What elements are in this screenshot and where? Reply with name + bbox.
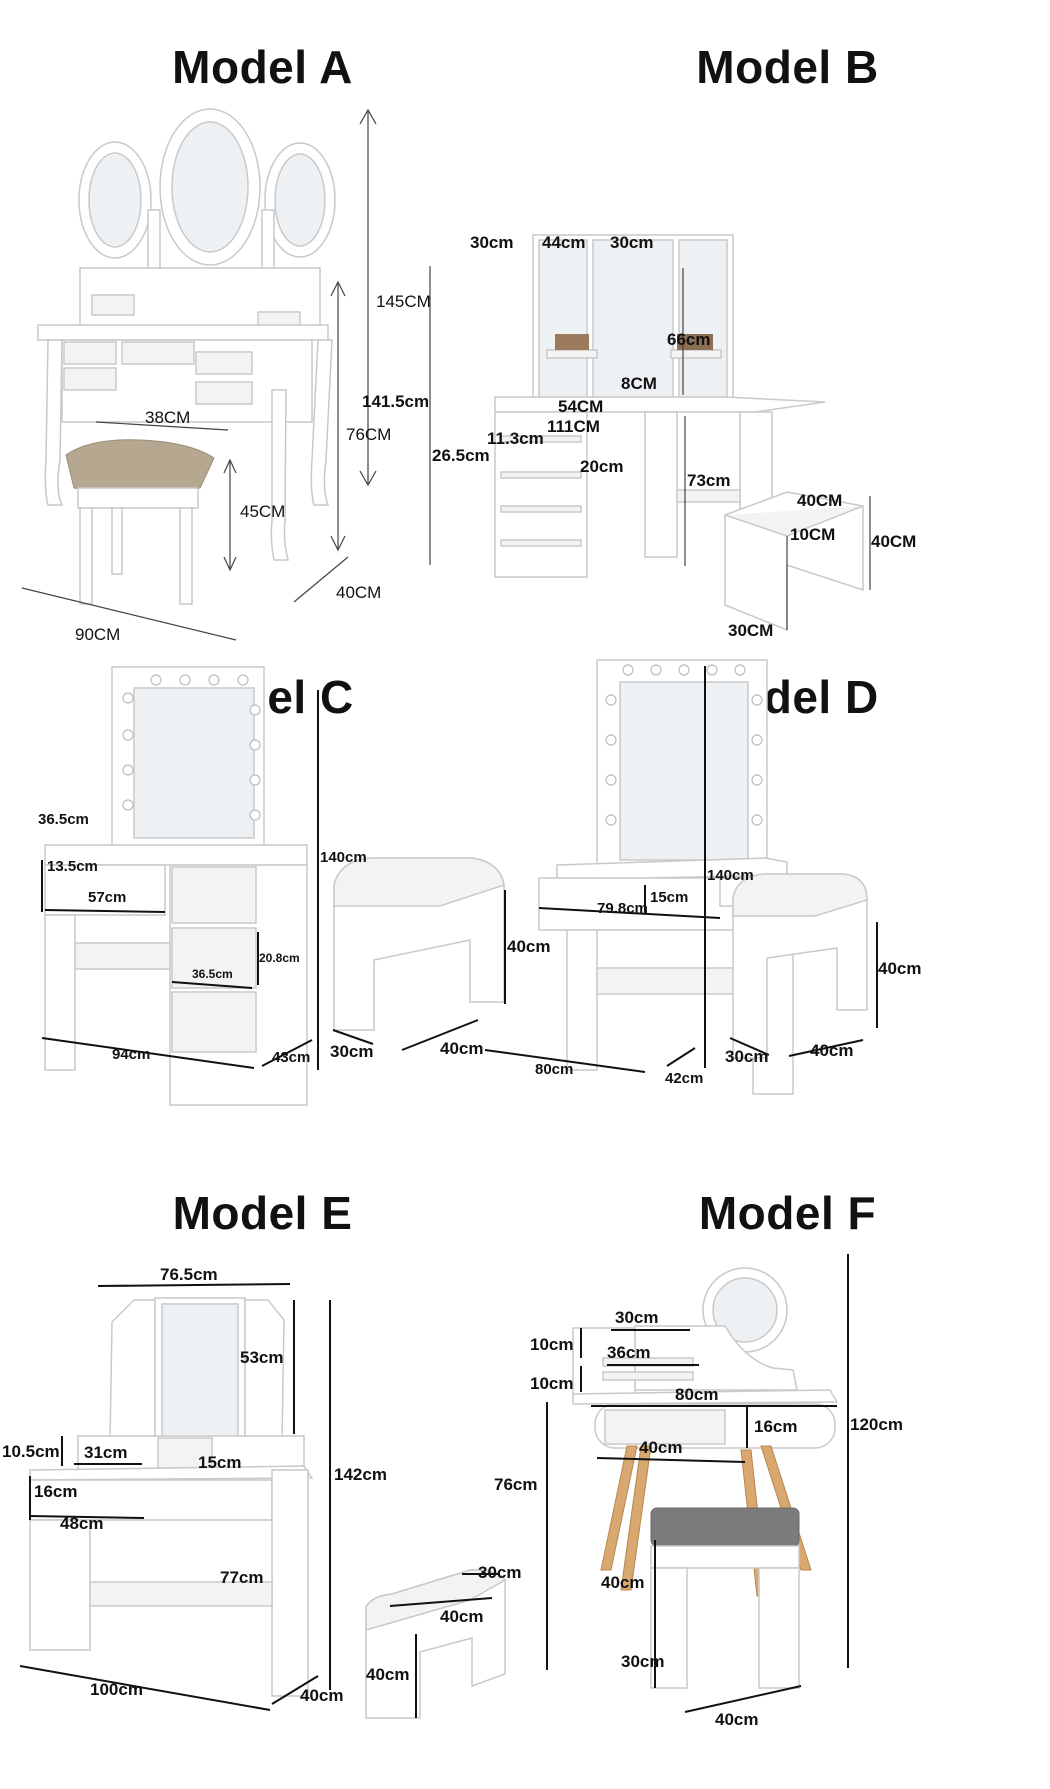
- dim-b-drawer-h: 11.3cm: [487, 429, 544, 448]
- model-f-title: Model F: [698, 1187, 877, 1239]
- dim-b-stool-gap: 10CM: [790, 525, 835, 544]
- vanity-table-top: [37, 324, 329, 341]
- dim-b-width: 111CM: [547, 417, 600, 436]
- dim-b-total-height: 141.5cm: [362, 392, 429, 411]
- dim-b-shelf: 8CM: [621, 374, 657, 393]
- dim-d-stool-w: 40cm: [810, 1041, 853, 1060]
- dim-d-stool-d: 30cm: [725, 1047, 768, 1066]
- dim-f-stool-d: 30cm: [621, 1652, 664, 1671]
- dim-b-mirror-height: 66cm: [667, 330, 710, 349]
- model-f-figure: 30cm 10cm 36cm 10cm 80cm 16cm 40cm 120cm…: [494, 1254, 903, 1729]
- mirror-bulbs: [122, 674, 261, 821]
- dim-b-stool-w: 40CM: [797, 491, 842, 510]
- dim-e-width: 100cm: [90, 1680, 143, 1699]
- dim-b-table-height: 73cm: [687, 471, 730, 490]
- dim-c-small-drawer-h: 20.8cm: [259, 951, 300, 965]
- dim-e-shelf-small: 15cm: [198, 1453, 241, 1472]
- model-e-title: Model E: [172, 1187, 353, 1239]
- model-e-figure: 76.5cm 53cm 142cm 10.5cm 31cm 15cm 16cm …: [2, 1265, 521, 1719]
- dim-b-drawer-w: 26.5cm: [432, 446, 490, 465]
- dim-a-total-height: 145CM: [376, 292, 431, 311]
- dim-f-shelf-w: 30cm: [615, 1308, 658, 1327]
- dim-f-top-w: 80cm: [675, 1385, 718, 1404]
- dim-e-drawer-h: 16cm: [34, 1482, 77, 1501]
- dim-f-table-height: 76cm: [494, 1475, 537, 1494]
- dim-f-shelf-w2: 36cm: [607, 1343, 650, 1362]
- dim-e-drawer-w: 48cm: [60, 1514, 103, 1533]
- dim-c-side: 36.5cm: [38, 811, 89, 828]
- dim-b-top-thick: 54CM: [558, 397, 603, 416]
- model-d-panel: Model D 140cm 79.8cm 15cm 80cm 42cm 40cm: [484, 630, 1050, 1150]
- dim-e-stool-w: 40cm: [440, 1607, 483, 1626]
- model-a-figure: 145CM 76CM 38CM 45CM 90CM 40CM: [21, 108, 431, 644]
- dim-d-stool-h: 40cm: [878, 959, 921, 978]
- model-b-title: Model B: [696, 41, 879, 93]
- dim-e-shelf-w: 31cm: [84, 1443, 127, 1462]
- dim-a-table-height: 76CM: [346, 425, 391, 444]
- dim-a-stool-width: 38CM: [145, 408, 190, 427]
- dim-a-depth: 40CM: [336, 583, 381, 602]
- model-a-panel: Model A 145CM: [0, 0, 525, 644]
- dim-c-drawer-h: 13.5cm: [47, 858, 98, 875]
- dim-d-drawer-h: 15cm: [650, 889, 688, 906]
- desk-top: [572, 1389, 839, 1405]
- model-c-panel: Model C 36.5cm 13.5cm 57cm 140cm 36.5cm: [0, 630, 550, 1150]
- dim-a-width: 90CM: [75, 625, 120, 644]
- dim-e-depth: 40cm: [300, 1686, 343, 1705]
- dim-f-stool-w: 40cm: [715, 1710, 758, 1729]
- trifold-mirror-left: [109, 1299, 156, 1441]
- model-e-panel: Model E 76.5cm 53cm 142cm 10.5cm 31cm 15…: [0, 1150, 525, 1789]
- dim-b-side-right: 30cm: [610, 233, 653, 252]
- dim-e-mirror-w: 76.5cm: [160, 1265, 218, 1284]
- model-a-title: Model A: [172, 41, 353, 93]
- dim-b-center: 44cm: [542, 233, 585, 252]
- dim-d-width: 80cm: [535, 1061, 573, 1078]
- dim-f-drawer-h: 16cm: [754, 1417, 797, 1436]
- dim-c-total-height: 140cm: [320, 849, 367, 866]
- dim-c-drawer-w: 57cm: [88, 889, 126, 906]
- dim-f-shelf-gap1: 10cm: [530, 1335, 573, 1354]
- dim-e-table-height: 77cm: [220, 1568, 263, 1587]
- dim-b-stool-h: 40CM: [871, 532, 916, 551]
- dim-b-side-left: 30cm: [470, 233, 513, 252]
- dim-c-stool-w: 40cm: [440, 1039, 483, 1058]
- dim-d-depth: 42cm: [665, 1070, 703, 1087]
- model-c-figure: 36.5cm 13.5cm 57cm 140cm 36.5cm 20.8cm 9…: [38, 666, 550, 1106]
- mirror-bulbs: [605, 664, 763, 826]
- model-f-panel: Model F 30cm 10cm 36cm 10cm 80cm: [494, 1150, 1050, 1789]
- dim-c-width: 94cm: [112, 1046, 150, 1063]
- dim-f-stool-h: 40cm: [601, 1573, 644, 1592]
- model-d-figure: 140cm 79.8cm 15cm 80cm 42cm 40cm 30cm 40…: [484, 659, 921, 1095]
- model-b-figure: 30cm 44cm 30cm 66cm 8CM 141.5cm 54CM 11.…: [362, 233, 916, 640]
- dim-d-total-height: 140cm: [707, 867, 754, 884]
- dim-a-stool-height: 45CM: [240, 502, 285, 521]
- dim-e-shelf-h: 10.5cm: [2, 1442, 60, 1461]
- dim-c-small-drawer-w: 36.5cm: [192, 967, 233, 981]
- dim-f-total-height: 120cm: [850, 1415, 903, 1434]
- dim-f-shelf-gap2: 10cm: [530, 1374, 573, 1393]
- trifold-mirror-right: [244, 1299, 285, 1441]
- dim-e-stool-d: 30cm: [478, 1563, 521, 1582]
- dim-b-stool-d: 30CM: [728, 621, 773, 640]
- dim-f-drawer-w: 40cm: [639, 1438, 682, 1457]
- dim-e-stool-h: 40cm: [366, 1665, 409, 1684]
- dim-c-stool-h: 40cm: [507, 937, 550, 956]
- dim-d-drawer-w: 79.8cm: [597, 900, 648, 917]
- desk-top: [29, 1465, 314, 1481]
- stool-cushion: [65, 439, 215, 495]
- corner-desk-top: [494, 396, 826, 413]
- stool-cushion: [650, 1507, 800, 1547]
- dim-c-depth: 43cm: [272, 1049, 310, 1066]
- model-b-panel: Model B 30cm 44cm 30cm 66cm 8CM 141.5c: [362, 0, 1050, 640]
- dim-b-opening: 20cm: [580, 457, 623, 476]
- dim-c-stool-d: 30cm: [330, 1042, 373, 1061]
- dim-e-mirror-h: 53cm: [240, 1348, 283, 1367]
- dim-e-total-height: 142cm: [334, 1465, 387, 1484]
